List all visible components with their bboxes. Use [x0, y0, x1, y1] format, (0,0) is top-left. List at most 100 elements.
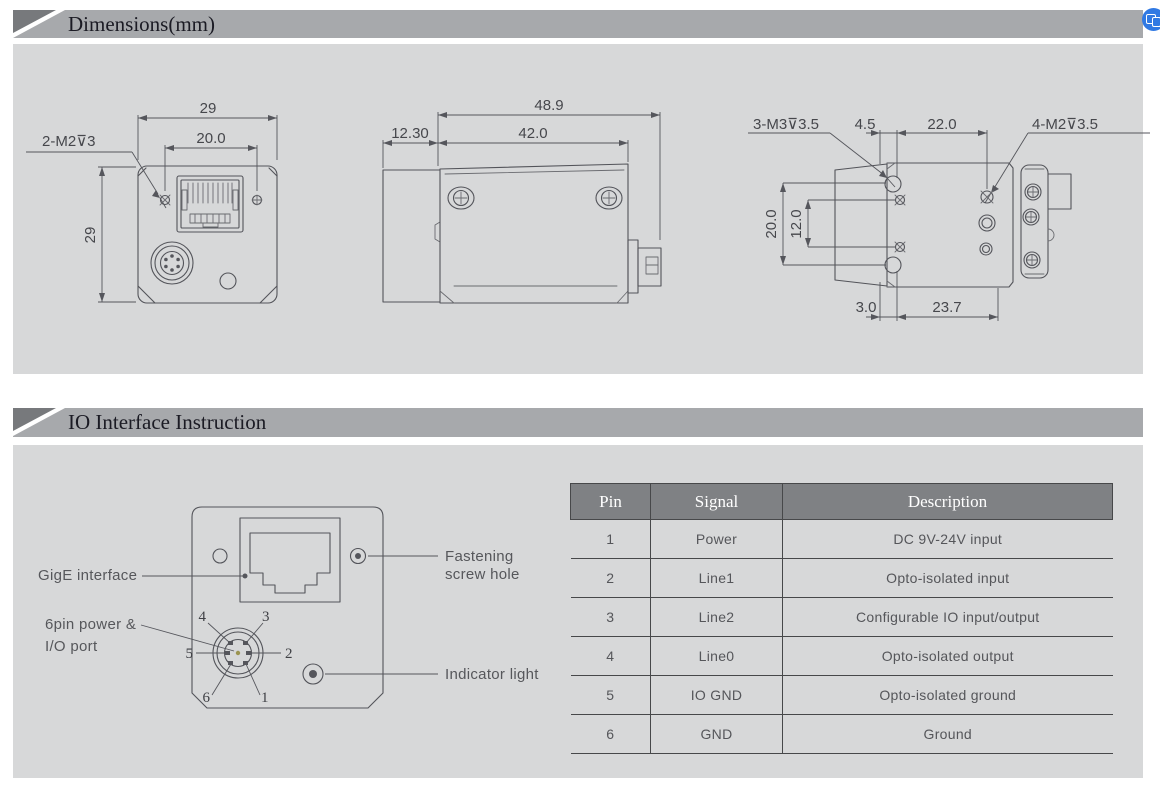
drawing-bottom-view: 3-M3⊽3.5 4-M2⊽3.5 4.5 22.0 [748, 116, 1150, 321]
signal-cell: GND [650, 714, 783, 754]
description-cell: Opto-isolated output [782, 636, 1113, 676]
pin-table: Pin Signal Description 1 Power DC 9V-24V… [570, 483, 1113, 754]
bottom-dim-top: 4.5 22.0 [855, 116, 988, 189]
pin-cell: 6 [570, 714, 651, 754]
dimensions-content-box [13, 44, 1143, 374]
io-pin-number-5: 5 [186, 646, 194, 662]
io-pin-number-2: 2 [285, 646, 293, 662]
svg-text:3.0: 3.0 [856, 299, 877, 316]
bottom-callout-m2: 4-M2⊽3.5 [984, 116, 1150, 204]
svg-text:12.30: 12.30 [391, 125, 429, 142]
svg-text:2-M2⊽3: 2-M2⊽3 [42, 133, 96, 150]
svg-text:29: 29 [82, 227, 99, 244]
translate-icon[interactable] [1142, 8, 1160, 31]
pin-cell: 2 [570, 558, 651, 598]
signal-cell: IO GND [650, 675, 783, 715]
io-pin-number-6: 6 [203, 690, 211, 706]
description-cell: Configurable IO input/output [782, 597, 1113, 637]
front-indicator-hole [219, 272, 237, 290]
io-led-hole [212, 548, 228, 564]
io-section-header: IO Interface Instruction [13, 408, 1143, 437]
bottom-camera-body [834, 162, 1072, 288]
table-row: 2 Line1 Opto-isolated input [570, 558, 1113, 598]
signal-cell: Power [650, 519, 783, 559]
description-cell: DC 9V-24V input [782, 519, 1113, 559]
front-dim-height: 29 [82, 166, 136, 303]
side-dim-total: 48.9 [437, 97, 661, 240]
front-dim-screw-span: 20.0 [164, 130, 258, 191]
svg-text:20.0: 20.0 [763, 209, 780, 238]
pin-table-header-signal: Signal [650, 483, 783, 520]
bottom-screw-holes [884, 175, 1042, 274]
io-6pin-connector: 4 3 5 2 6 1 [186, 609, 293, 706]
io-power-label: 6pin power & I/O port [45, 616, 235, 655]
io-gige-label: GigE interface [38, 567, 248, 584]
table-row: 3 Line2 Configurable IO input/output [570, 597, 1113, 637]
io-section-title: IO Interface Instruction [68, 410, 267, 434]
svg-text:42.0: 42.0 [518, 125, 547, 142]
io-pin-number-1: 1 [261, 690, 269, 706]
io-fastening-screw [349, 547, 438, 565]
svg-text:20.0: 20.0 [196, 130, 225, 147]
io-pin-number-3: 3 [262, 609, 270, 625]
bottom-dim-left: 20.0 12.0 [763, 182, 895, 266]
io-indicator-label: Indicator light [445, 666, 539, 683]
signal-cell: Line1 [650, 558, 783, 598]
io-panel-outline [191, 506, 384, 709]
pin-cell: 5 [570, 675, 651, 715]
pin-table-header-description: Description [782, 483, 1113, 520]
pin-table-header-pin: Pin [570, 483, 651, 520]
description-cell: Opto-isolated ground [782, 675, 1113, 715]
table-row: 5 IO GND Opto-isolated ground [570, 675, 1113, 715]
svg-text:3-M3⊽3.5: 3-M3⊽3.5 [753, 116, 819, 133]
dimensions-section-header: Dimensions(mm) [13, 10, 1143, 38]
io-pin-number-4: 4 [199, 609, 207, 625]
svg-text:I/O port: I/O port [45, 638, 98, 655]
io-indicator-light [302, 663, 438, 685]
pin-cell: 3 [570, 597, 651, 637]
drawing-front-view: 29 20.0 29 2-M2⊽3 [26, 100, 278, 304]
svg-text:48.9: 48.9 [534, 97, 563, 114]
front-6pin-connector [150, 241, 194, 285]
side-dim-lens: 12.30 [382, 125, 438, 168]
header-decor-stripe [13, 10, 73, 38]
description-cell: Opto-isolated input [782, 558, 1113, 598]
bottom-dim-bottom: 3.0 23.7 [856, 271, 999, 321]
bottom-callout-m3: 3-M3⊽3.5 [748, 116, 896, 188]
io-fastening-label-line2: screw hole [445, 566, 520, 583]
svg-text:22.0: 22.0 [927, 116, 956, 133]
svg-text:4.5: 4.5 [855, 116, 876, 133]
front-rj45-connector [176, 175, 244, 233]
table-row: 4 Line0 Opto-isolated output [570, 636, 1113, 676]
pin-cell: 1 [570, 519, 651, 559]
drawing-side-view: 48.9 12.30 42.0 [382, 97, 662, 304]
signal-cell: Line2 [650, 597, 783, 637]
svg-text:12.0: 12.0 [788, 209, 805, 238]
svg-text:23.7: 23.7 [932, 299, 961, 316]
svg-text:29: 29 [200, 100, 217, 117]
svg-text:4-M2⊽3.5: 4-M2⊽3.5 [1032, 116, 1098, 133]
signal-cell: Line0 [650, 636, 783, 676]
side-screws [447, 186, 623, 210]
front-panel-screws [159, 194, 263, 206]
table-row: 1 Power DC 9V-24V input [570, 519, 1113, 559]
dimensions-section-title: Dimensions(mm) [68, 12, 215, 36]
side-lens-hood [382, 169, 441, 303]
side-camera-body [439, 163, 629, 304]
io-interface-diagram: GigE interface 4 3 5 2 6 [38, 506, 539, 709]
io-fastening-label-line1: Fastening [445, 548, 514, 565]
description-cell: Ground [782, 714, 1113, 754]
front-dim-width: 29 [137, 100, 278, 160]
translate-icon-glyph [1152, 17, 1160, 27]
front-camera-body [137, 165, 278, 304]
svg-text:GigE interface: GigE interface [38, 567, 137, 584]
header-decor-stripe [13, 408, 73, 436]
pin-table-header-row: Pin Signal Description [570, 483, 1113, 520]
io-rj45-connector [239, 517, 341, 603]
side-rear-connector [627, 239, 662, 294]
front-screw-callout: 2-M2⊽3 [26, 133, 167, 209]
svg-text:6pin power &: 6pin power & [45, 616, 136, 633]
side-dim-body: 42.0 [438, 125, 629, 162]
table-row: 6 GND Ground [570, 714, 1113, 754]
